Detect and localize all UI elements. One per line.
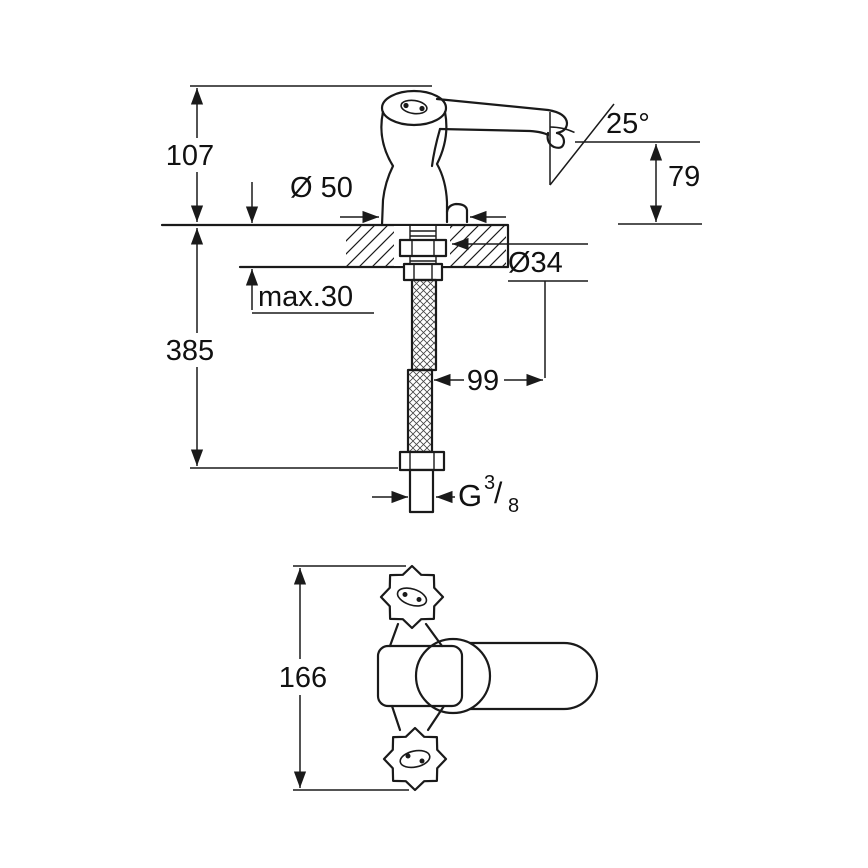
hose-connector <box>402 262 444 282</box>
handle-knob <box>380 89 448 127</box>
mounting-deck <box>160 223 510 269</box>
hose-end-nut <box>398 450 446 472</box>
plan-body-circle <box>414 637 492 715</box>
dim-label-dia50: Ø 50 <box>290 172 353 204</box>
supply-hose <box>398 278 446 514</box>
dim-label-thread-denominator: 8 <box>508 495 519 517</box>
label-bg-166 <box>275 659 331 695</box>
dim-label-dia34: Ø34 <box>508 247 563 279</box>
plan-top-connector <box>388 622 444 648</box>
dim-label-166: 166 <box>279 662 327 694</box>
label-bg-385 <box>163 333 217 367</box>
plan-handle-top <box>379 564 445 630</box>
dim-label-thread-slash: / <box>494 477 503 510</box>
spout <box>430 97 569 168</box>
spout-outlet <box>546 131 566 149</box>
dim-label-25deg: 25° <box>606 108 650 140</box>
plan-spout <box>468 641 599 711</box>
outlet-tube <box>408 468 435 514</box>
dim-label-max30: max.30 <box>258 281 353 313</box>
angle-reference-lines <box>549 103 615 186</box>
dim-label-thread-g: G <box>458 478 482 513</box>
plan-body <box>376 644 464 708</box>
threaded-shank <box>398 225 448 282</box>
body-right-silhouette <box>435 110 449 214</box>
dim-label-thread-numerator: 3 <box>484 472 495 494</box>
dim-label-385: 385 <box>166 335 214 367</box>
ext-line-dia34 <box>508 280 588 378</box>
plan-bottom-connector <box>390 704 446 732</box>
popup-knob <box>445 202 469 224</box>
dimension-labels: 107 385 Ø 50 25° 79 Ø34 max.30 99 G 3 / … <box>163 108 700 695</box>
label-bg-107 <box>163 138 217 172</box>
dimension-lines <box>190 85 702 791</box>
plan-handle-bottom <box>382 726 448 792</box>
dim-label-99: 99 <box>467 365 499 397</box>
plan-view-drawing <box>376 564 599 792</box>
body-left-silhouette <box>380 110 395 227</box>
dim-label-107: 107 <box>166 140 214 172</box>
dim-label-79: 79 <box>668 161 700 193</box>
side-view-drawing <box>160 89 569 514</box>
angle-arc <box>549 126 575 134</box>
locknut <box>398 238 448 258</box>
